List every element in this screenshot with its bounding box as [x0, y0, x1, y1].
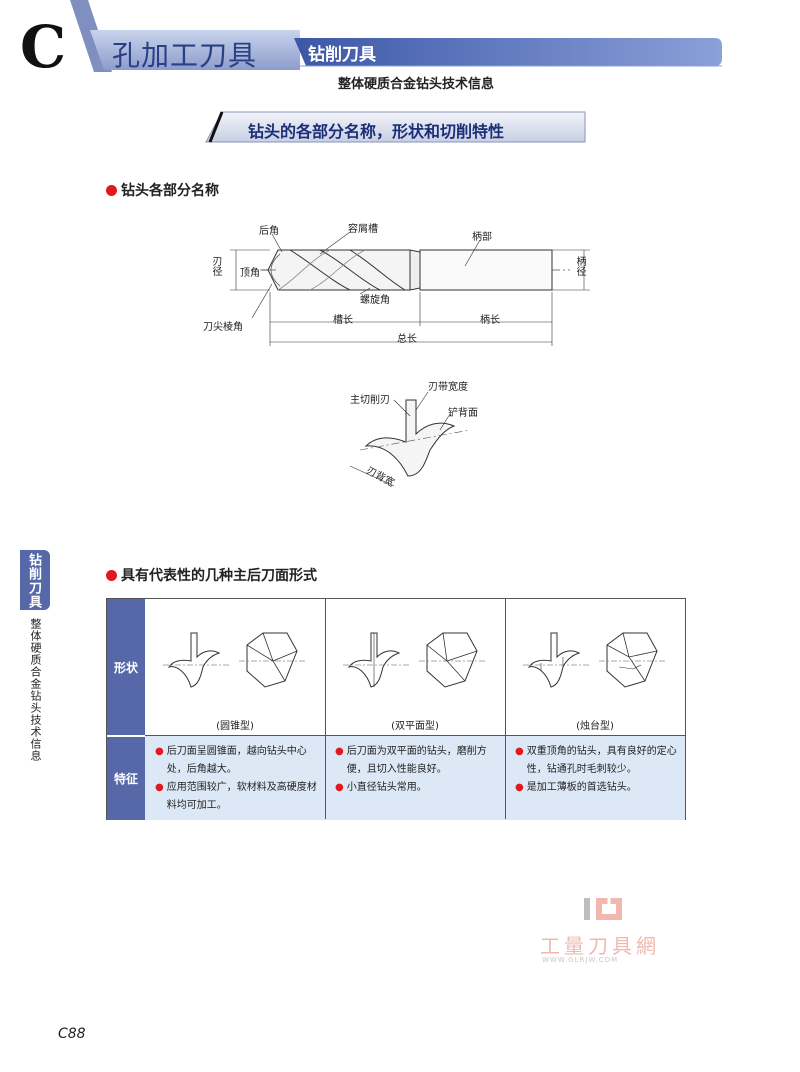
row-header-feature: 特征: [107, 736, 145, 820]
side-tab-subtitle: 整体硬质合金钻头技术信息: [29, 618, 42, 762]
caption-conical: (圆锥型): [216, 721, 254, 732]
label-helix-angle: 螺旋角: [360, 295, 390, 306]
label-point-angle: 顶角: [240, 268, 260, 279]
list-item: ●应用范围较广，软材料及高硬度材料均可加工。: [155, 782, 317, 811]
side-tab: [20, 550, 50, 610]
label-shank-diameter: 柄径: [574, 256, 585, 276]
section-banner-title: 钻头的各部分名称，形状和切削特性: [248, 122, 505, 141]
chapter-letter: C: [20, 13, 67, 81]
section-banner: [205, 111, 586, 143]
label-flute: 容屑槽: [348, 224, 378, 235]
row-header-shape: 形状: [107, 599, 145, 735]
section-heading-parts: 钻头各部分名称: [106, 180, 219, 200]
features-candlestick: ●双重顶角的钻头，具有良好的定心性，钻通孔时毛刺较少。 ●是加工薄板的首选钻头。: [515, 743, 677, 797]
conical-flank-drawing: [163, 632, 307, 688]
page-number: C88: [58, 1026, 86, 1042]
label-relief-angle: 后角: [259, 226, 279, 237]
list-item: ●是加工薄板的首选钻头。: [515, 782, 637, 793]
label-shank-length: 柄长: [480, 315, 500, 326]
label-main-edge: 主切削刃: [350, 395, 390, 406]
label-margin-width: 刃带宽度: [428, 382, 468, 393]
list-item: ●小直径钻头常用。: [335, 782, 427, 793]
side-tab-title: 钻削刀具: [26, 553, 41, 609]
watermark-url: WWW.GLRJW.COM: [542, 956, 619, 964]
label-chisel-edge: 刀尖棱角: [203, 322, 243, 333]
bullet-dot-icon: [106, 570, 117, 581]
feature-row-bg: [145, 735, 685, 820]
label-diameter: 刃径: [210, 256, 221, 276]
flank-type-table: 形状 特征 (圆锥型) (双平面型) (烛台型) ●后刀面呈圆锥面，越向钻头中心…: [106, 598, 686, 820]
features-conical: ●后刀面呈圆锥面，越向钻头中心处，后角越大。 ●应用范围较广，软材料及高硬度材料…: [155, 743, 317, 815]
caption-double-plane: (双平面型): [391, 721, 439, 732]
double-plane-flank-drawing: [343, 632, 487, 688]
cross-section-diagram: [349, 391, 471, 487]
list-item: ●后刀面为双平面的钻头，磨削方便，且切入性能良好。: [335, 746, 487, 775]
page-subtitle-secondary: 整体硬质合金钻头技术信息: [338, 77, 495, 92]
list-item: ●后刀面呈圆锥面，越向钻头中心处，后角越大。: [155, 746, 307, 775]
label-overall-length: 总长: [397, 334, 417, 345]
label-heel: 铲背面: [448, 408, 478, 419]
watermark-logo-icon: [584, 898, 622, 920]
caption-candlestick: (烛台型): [576, 721, 614, 732]
page-title: 孔加工刀具: [112, 39, 258, 72]
label-flute-length: 槽长: [333, 315, 353, 326]
page-subtitle: 钻削刀具: [308, 45, 376, 65]
watermark-name: 工量刀具網: [540, 934, 660, 958]
features-double-plane: ●后刀面为双平面的钻头，磨削方便，且切入性能良好。 ●小直径钻头常用。: [335, 743, 497, 797]
column-divider: [505, 599, 506, 819]
section-heading-flank-types: 具有代表性的几种主后刀面形式: [106, 565, 317, 585]
column-divider: [325, 599, 326, 819]
candlestick-flank-drawing: [523, 632, 667, 688]
bullet-dot-icon: [106, 185, 117, 196]
label-shank: 柄部: [472, 232, 492, 243]
header-graphic: [70, 0, 722, 72]
drill-parts-diagram: [230, 231, 590, 346]
list-item: ●双重顶角的钻头，具有良好的定心性，钻通孔时毛刺较少。: [515, 746, 677, 775]
